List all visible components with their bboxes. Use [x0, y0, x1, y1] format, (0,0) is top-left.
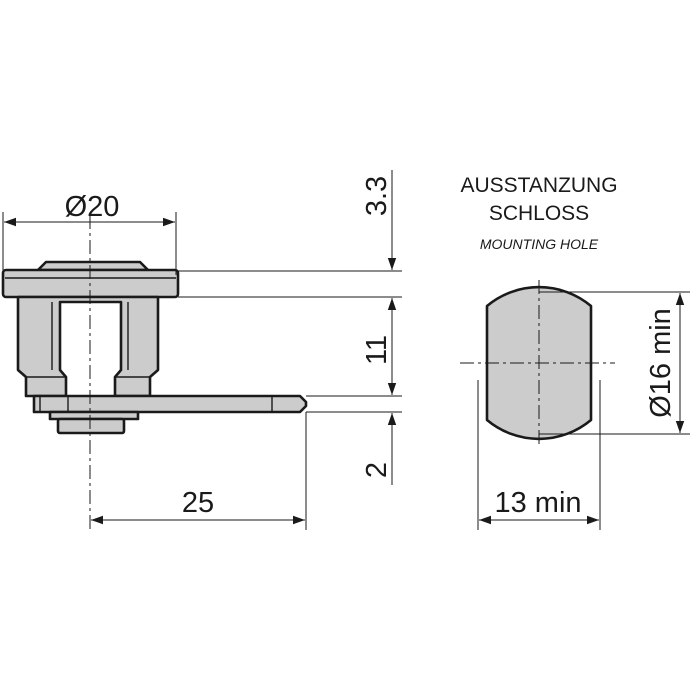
dimension-hole-diameter: Ø16 min: [539, 291, 690, 435]
dim-text-hole-diameter: Ø16 min: [645, 308, 677, 418]
dim-text-25: 25: [182, 487, 214, 519]
mounting-hole-title: AUSSTANZUNG SCHLOSS MOUNTING HOLE: [460, 174, 617, 252]
dimension-length-25: 25: [91, 412, 307, 530]
lock-cam-plate: [32, 394, 308, 414]
dimension-2: 2: [361, 413, 397, 485]
dim-text-11: 11: [361, 335, 393, 365]
hole-title-line2: SCHLOSS: [489, 202, 589, 225]
vertical-extension-lines: [178, 270, 402, 413]
hole-title-line1: AUSSTANZUNG: [460, 174, 617, 197]
mounting-hole-shape: [460, 280, 615, 448]
dim-text-hole-width: 13 min: [494, 487, 581, 519]
lock-screw-head: [56, 417, 126, 435]
dimension-diameter-20: Ø20: [2, 191, 177, 275]
dimension-3-3: 3.3 11: [361, 170, 397, 395]
dim-text-2: 2: [361, 462, 393, 478]
hole-title-subtitle: MOUNTING HOLE: [480, 236, 599, 252]
lock-hex-body: [16, 295, 160, 398]
dimension-hole-width: 13 min: [477, 380, 601, 530]
dim-text-3-3: 3.3: [361, 176, 393, 216]
dim-text-diameter-20: Ø20: [65, 191, 120, 223]
cam-lock-side-view: [1, 215, 308, 530]
